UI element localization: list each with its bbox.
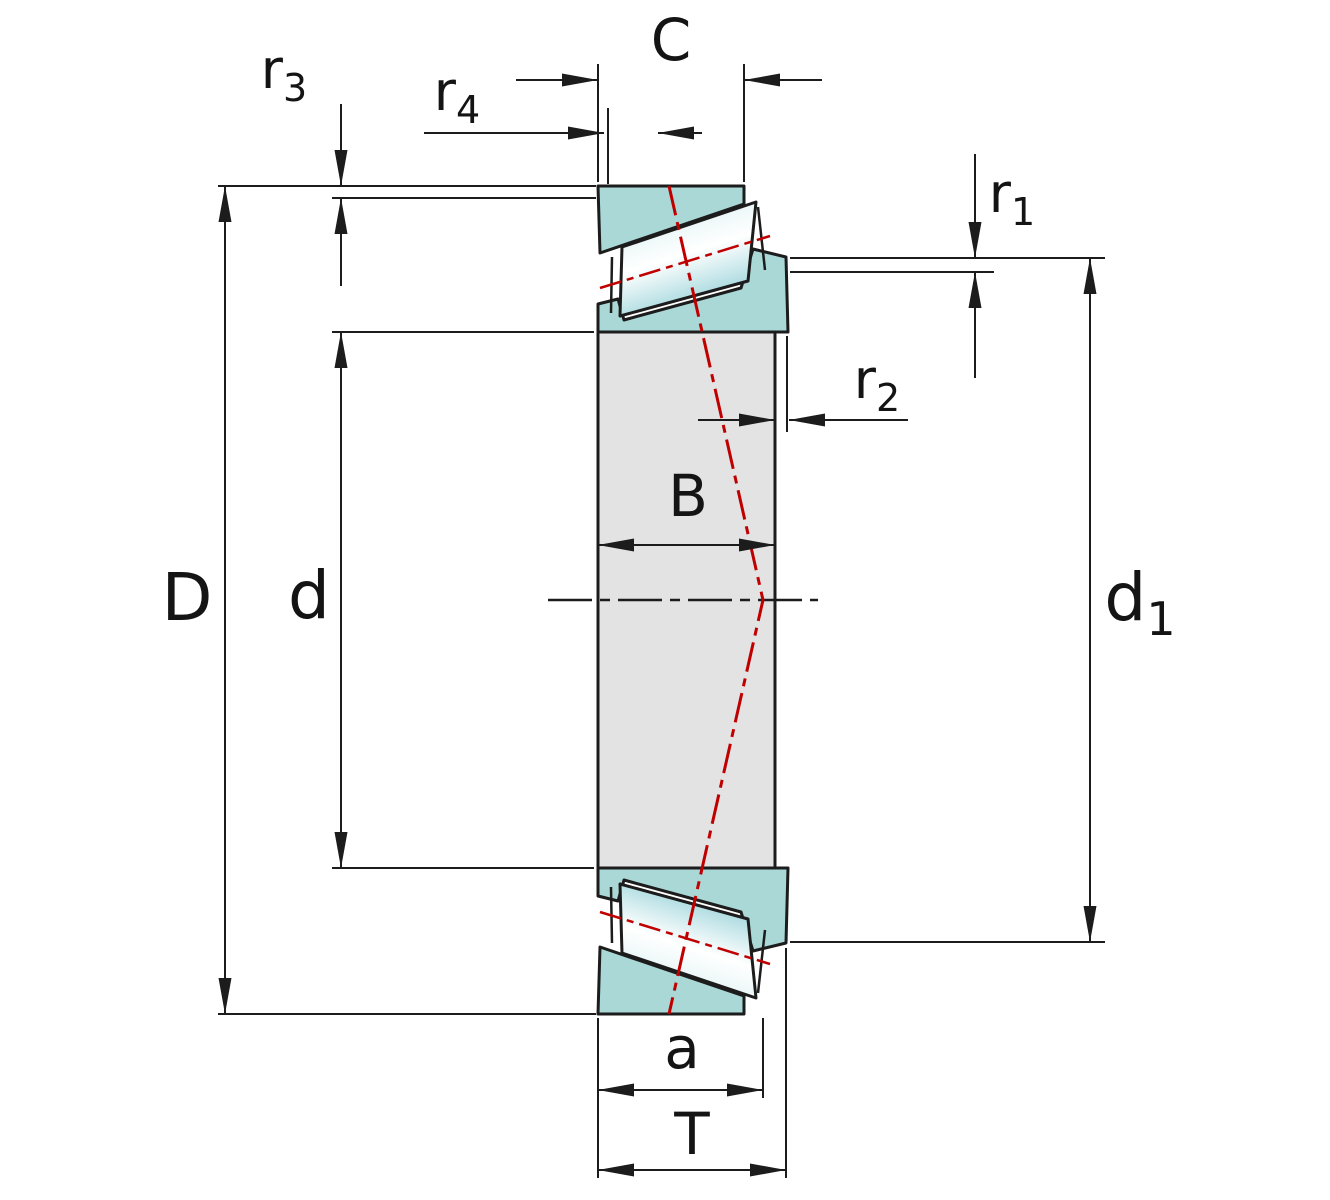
dimension-B: B: [598, 462, 775, 552]
label-a: a: [664, 1014, 700, 1082]
contact-angle-line: [667, 185, 765, 1015]
outer-ring-top: [596, 184, 746, 255]
label-r2: r2: [854, 348, 900, 420]
axis-and-contact-lines: [548, 185, 818, 1015]
label-d: d: [288, 557, 330, 634]
label-D: D: [162, 559, 213, 636]
label-r4: r4: [434, 60, 480, 132]
label-T: T: [673, 1100, 710, 1168]
label-C: C: [651, 6, 692, 74]
dimension-d: d: [288, 331, 594, 869]
label-r3: r3: [261, 38, 307, 110]
inner-ring-raceway-top: [596, 247, 790, 334]
dimension-r1: r1: [790, 154, 1105, 378]
dimension-a: a: [597, 1014, 764, 1178]
dimension-r3: r3: [261, 38, 596, 286]
tapered-roller-bottom: [618, 882, 758, 1000]
dimension-T: T: [598, 948, 787, 1178]
label-r1: r1: [989, 162, 1035, 234]
inner-ring-raceway-bottom: [596, 866, 790, 953]
tapered-roller-top: [618, 200, 758, 318]
roller-axis-top: [599, 234, 771, 290]
label-B: B: [668, 462, 708, 530]
dimension-C: C: [516, 6, 822, 182]
label-d1: d1: [1104, 559, 1175, 646]
dimension-d1: d1: [790, 258, 1176, 943]
dimension-r2: r2: [698, 336, 908, 432]
roller-axis-bottom: [599, 910, 771, 966]
outer-ring-bottom: [596, 945, 746, 1016]
dimension-r4: r4: [424, 60, 702, 184]
dimension-D: D: [162, 185, 596, 1015]
